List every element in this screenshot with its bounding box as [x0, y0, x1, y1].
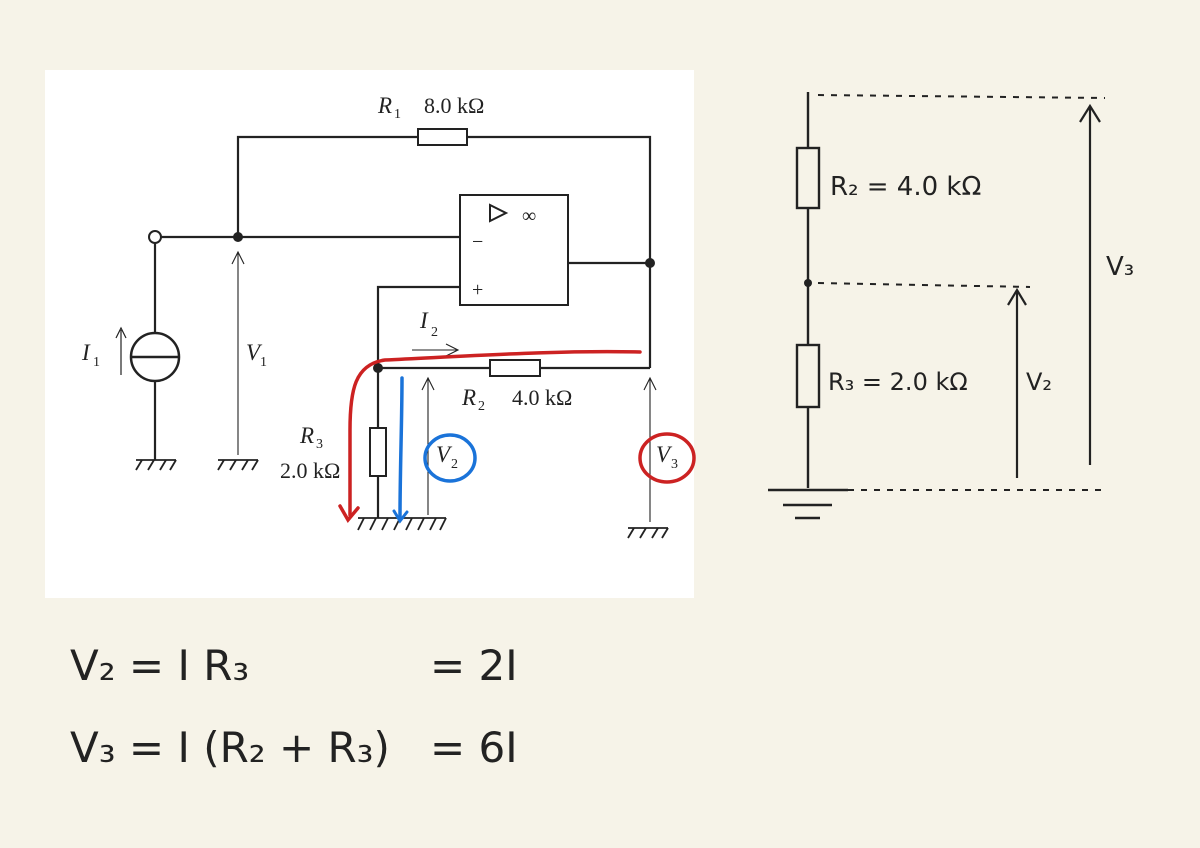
i2-label: I [419, 308, 429, 333]
wire-plus-input [376, 285, 460, 368]
side-v3-label: V₃ [1106, 252, 1134, 282]
arrow-head-icon [1007, 287, 1027, 306]
opamp-triangle-icon [489, 203, 509, 223]
blue-voltage-line [398, 376, 404, 520]
side-v2-label: V₂ [1026, 368, 1052, 396]
side-diagram [768, 92, 848, 520]
v3-label: V [656, 442, 673, 467]
side-junction-dot [804, 279, 812, 287]
r3-sub: 3 [316, 437, 323, 452]
arrow-head-icon [1079, 103, 1101, 123]
wire-r1-left [236, 135, 418, 237]
junction-dot [645, 258, 655, 268]
voltage-arrows [231, 250, 657, 522]
junction-dot [373, 363, 383, 373]
equation-2-right: = 6I [430, 723, 518, 772]
blue-circle-v2 [423, 433, 477, 483]
i1-sub: 1 [93, 355, 100, 370]
ground-icon [217, 459, 259, 471]
v3-sub: 3 [671, 457, 678, 472]
side-resistor-r3 [795, 343, 821, 409]
v1-sub: 1 [260, 355, 267, 370]
r3-label: R [299, 423, 314, 448]
resistor-r2 [489, 359, 541, 377]
r1-sub: 1 [394, 107, 401, 122]
opamp-box [459, 194, 569, 306]
equation-2-left: V₃ = I (R₂ + R₃) [70, 723, 390, 772]
red-arrow-head-icon [338, 504, 360, 524]
equation-1-left: V₂ = I R₃ [70, 641, 249, 690]
v1-label: V [246, 340, 263, 365]
junction-dot [233, 232, 243, 242]
equation-1-right: = 2I [430, 641, 518, 690]
side-resistor-r2 [795, 146, 821, 210]
arrow-head-icon [115, 326, 127, 339]
blue-arrow-head-icon [392, 509, 409, 524]
r3-value: 2.0 kΩ [280, 458, 340, 483]
r2-label: R [461, 385, 476, 410]
i1-label: I [81, 340, 91, 365]
opamp-minus: − [472, 231, 483, 253]
r1-label: R [377, 93, 392, 118]
wire-r1-right [467, 135, 652, 263]
red-circle-v3 [638, 432, 696, 484]
red-current-path [348, 349, 642, 517]
v2-label: V [436, 442, 453, 467]
ground-icon [627, 527, 669, 539]
opamp-plus: + [472, 279, 483, 301]
r2-sub: 2 [478, 399, 485, 414]
side-r2-label: R₂ = 4.0 kΩ [830, 172, 981, 202]
input-terminal [148, 230, 162, 244]
side-dashed-lines [817, 94, 1106, 491]
r1-value: 8.0 kΩ [424, 93, 484, 118]
circuit-wires [153, 135, 652, 518]
resistor-r3 [369, 427, 387, 477]
side-voltage-arrows [1007, 103, 1101, 478]
v2-sub: 2 [451, 457, 458, 472]
r2-value: 4.0 kΩ [512, 385, 572, 410]
ground-icon [135, 459, 177, 471]
i2-sub: 2 [431, 325, 438, 340]
side-r3-label: R₃ = 2.0 kΩ [828, 368, 968, 396]
opamp-gain: ∞ [522, 205, 536, 227]
resistor-r1 [417, 128, 468, 146]
